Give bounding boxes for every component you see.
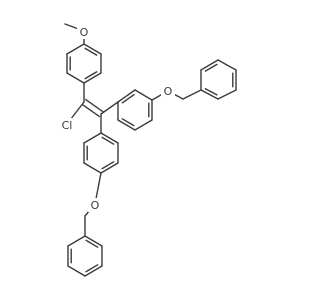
bond-a6-a1	[66, 43, 85, 55]
bond-a4-a5	[66, 72, 85, 84]
bond-p2-p3	[217, 89, 237, 100]
bond-q4-q5	[67, 265, 86, 277]
molecule-structure: O O Cl O	[58, 23, 237, 277]
bonds	[64, 23, 237, 277]
bond-double-p5-p6	[204, 63, 218, 72]
atom-o-benzyloxy-upper-background	[161, 84, 175, 98]
atom-o-benzyloxy-lower-background	[88, 198, 102, 212]
atom-labels: O O Cl O	[58, 25, 175, 212]
bond-double-b5-b6	[121, 118, 135, 127]
bond-b5-b6	[117, 119, 136, 131]
bond-q6-q1	[67, 235, 86, 247]
bond-q3-q4	[84, 265, 103, 277]
bond-double-q1-q2	[85, 239, 99, 248]
bond-double-b1-b2	[121, 93, 135, 104]
bond-double-d3-d4	[101, 161, 115, 170]
atom-o-methoxy: O	[80, 26, 89, 39]
bond-central-single	[81, 103, 100, 118]
bond-p4-p5	[217, 59, 237, 71]
bond-b2-b3	[134, 89, 153, 101]
bond-b4-b5	[134, 119, 153, 131]
bond-d6-d1	[83, 132, 102, 144]
bond-central-double	[85, 98, 104, 113]
bond-d3-d4	[100, 162, 119, 174]
bond-c2-b1	[100, 101, 119, 115]
bond-a3-a4	[83, 72, 102, 84]
atom-chlorine: Cl	[62, 119, 73, 132]
bond-b1-b2	[117, 89, 136, 103]
bond-double-a1-a2	[84, 47, 98, 56]
atom-o-benzyloxy-lower: O	[91, 199, 100, 212]
bond-p1-p2	[200, 89, 219, 100]
atom-o-benzyloxy-upper: O	[164, 85, 173, 98]
atom-o-methoxy-background	[77, 25, 91, 39]
bond-double-q3-q4	[85, 264, 99, 273]
bond-d4-d5	[83, 162, 102, 174]
bond-d1-d2	[100, 132, 119, 144]
bond-double-a3-a4	[84, 71, 98, 80]
bond-double-d1-d2	[101, 136, 115, 145]
bond-q1-q2	[84, 235, 103, 247]
atom-cl-background	[58, 118, 76, 133]
bond-ch2a-p1	[182, 89, 202, 100]
bond-a1-a2	[83, 43, 102, 55]
bond-double-p1-p2	[204, 88, 218, 96]
bond-p5-p6	[200, 59, 219, 71]
